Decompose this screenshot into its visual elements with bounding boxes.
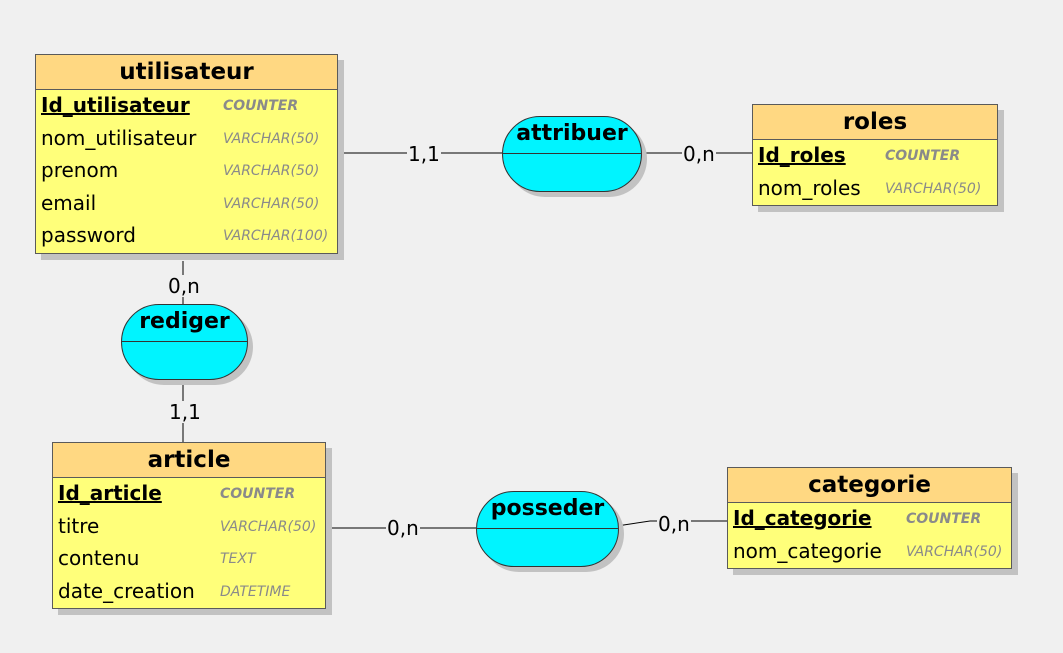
attribute-name: contenu (58, 546, 140, 570)
attribute-name: Id_article (58, 481, 162, 505)
attribute-row: titre VARCHAR(50) (53, 511, 325, 544)
attribute-type: TEXT (220, 551, 256, 567)
entity-article[interactable]: article Id_article COUNTER titre VARCHAR… (52, 442, 326, 609)
association-attribuer[interactable]: attribuer (502, 116, 642, 192)
attribute-row: nom_utilisateur VARCHAR(50) (36, 123, 337, 156)
cardinality-posseder-categorie: 0,n (657, 512, 691, 536)
attribute-row: Id_roles COUNTER (753, 140, 997, 173)
entity-categorie[interactable]: categorie Id_categorie COUNTER nom_categ… (727, 467, 1012, 569)
attribute-name: titre (58, 513, 100, 538)
attribute-name: nom_categorie (733, 538, 882, 563)
attribute-type: VARCHAR(100) (223, 228, 329, 244)
attribute-name: password (41, 223, 136, 247)
attribute-row: nom_roles VARCHAR(50) (753, 173, 997, 206)
entity-title: article (53, 443, 325, 478)
attribute-type: COUNTER (885, 148, 961, 164)
attribute-type: VARCHAR(50) (220, 518, 317, 535)
association-rediger[interactable]: rediger (121, 304, 248, 380)
attribute-name: Id_roles (758, 143, 846, 167)
cardinality-attribuer-utilisateur: 1,1 (407, 142, 441, 166)
attribute-type: COUNTER (906, 511, 982, 527)
attribute-name: Id_categorie (733, 506, 872, 530)
attribute-type: VARCHAR(50) (223, 163, 320, 179)
association-name: attribuer (503, 117, 641, 154)
attribute-type: COUNTER (220, 486, 296, 502)
entity-roles[interactable]: roles Id_roles COUNTER nom_roles VARCHAR… (752, 104, 998, 206)
attribute-type: VARCHAR(50) (223, 130, 320, 147)
cardinality-posseder-article: 0,n (386, 516, 420, 540)
association-posseder[interactable]: posseder (476, 491, 619, 567)
entity-title: roles (753, 105, 997, 140)
entity-utilisateur[interactable]: utilisateur Id_utilisateur COUNTER nom_u… (35, 54, 338, 254)
attribute-row: email VARCHAR(50) (36, 188, 337, 221)
attribute-row: Id_article COUNTER (53, 478, 325, 511)
attribute-type: DATETIME (220, 583, 291, 600)
cardinality-rediger-article: 1,1 (168, 400, 202, 424)
attribute-name: email (41, 190, 97, 215)
attribute-row: contenu TEXT (53, 543, 325, 576)
attribute-type: VARCHAR(50) (223, 195, 320, 212)
attribute-row: Id_utilisateur COUNTER (36, 90, 337, 123)
link-posseder-categorie (616, 520, 727, 527)
attribute-row: date_creation DATETIME (53, 576, 325, 609)
attribute-type: COUNTER (223, 98, 299, 114)
association-name: rediger (122, 305, 247, 342)
attribute-name: prenom (41, 158, 119, 182)
entity-title: utilisateur (36, 55, 337, 90)
attribute-name: date_creation (58, 578, 195, 603)
attribute-row: password VARCHAR(100) (36, 220, 337, 253)
attribute-row: nom_categorie VARCHAR(50) (728, 536, 1011, 569)
association-name: posseder (477, 492, 618, 529)
cardinality-attribuer-roles: 0,n (682, 142, 716, 166)
attribute-row: Id_categorie COUNTER (728, 503, 1011, 536)
cardinality-rediger-utilisateur: 0,n (167, 274, 201, 298)
entity-title: categorie (728, 468, 1011, 503)
attribute-name: nom_roles (758, 175, 861, 200)
attribute-name: Id_utilisateur (41, 93, 190, 117)
attribute-type: VARCHAR(50) (906, 543, 1003, 560)
attribute-name: nom_utilisateur (41, 125, 197, 150)
attribute-type: VARCHAR(50) (885, 180, 982, 197)
attribute-row: prenom VARCHAR(50) (36, 155, 337, 188)
